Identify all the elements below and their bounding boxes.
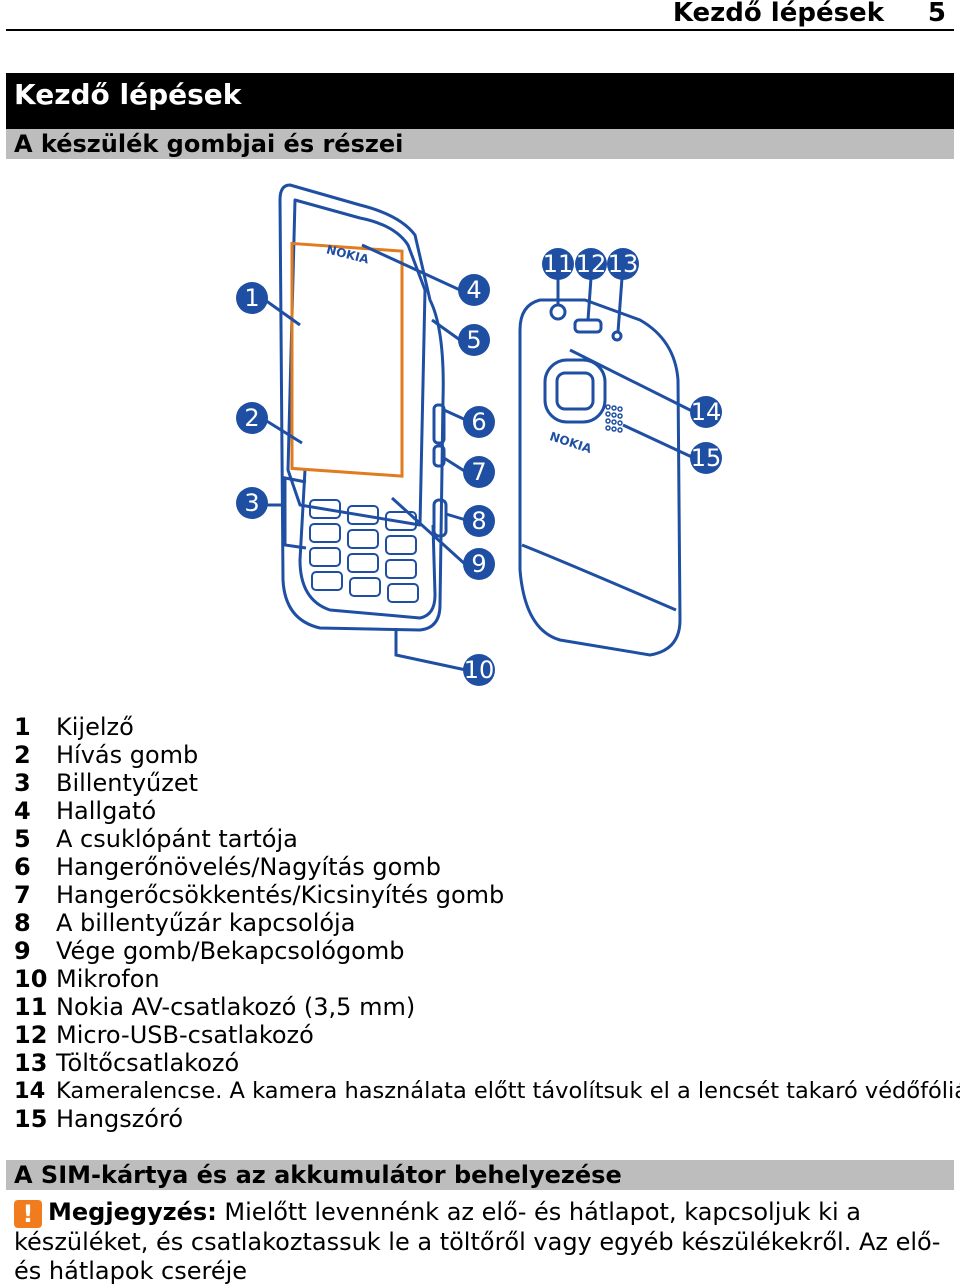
svg-text:13: 13 <box>608 250 639 278</box>
svg-text:6: 6 <box>471 408 486 436</box>
callout-12: 12 <box>575 248 607 280</box>
callout-10: 10 <box>463 654 495 686</box>
svg-text:11: 11 <box>543 250 574 278</box>
display-screen <box>290 241 404 478</box>
front-phone-body <box>278 183 445 632</box>
svg-text:3: 3 <box>244 489 259 517</box>
callout-2: 2 <box>236 402 268 434</box>
usb-port <box>573 318 603 334</box>
callout-8: 8 <box>463 505 495 537</box>
keylock-switch <box>432 498 448 538</box>
volume-up-key <box>432 403 446 445</box>
header-rule <box>6 29 954 31</box>
section-heading-bar: A SIM-kártya és az akkumulátor behelyezé… <box>6 1160 954 1190</box>
camera-lens <box>555 371 595 411</box>
svg-text:4: 4 <box>466 276 481 304</box>
phone-parts-illustration: NOKIA NOKIA 1 2 <box>236 183 722 686</box>
front-phone-drawing <box>278 183 448 632</box>
svg-text:10: 10 <box>464 656 495 684</box>
callout-markers: 1 2 3 4 5 6 7 8 9 10 11 12 13 14 15 <box>236 248 722 686</box>
callout-15: 15 <box>690 442 722 474</box>
callout-14: 14 <box>690 396 722 428</box>
running-header-title: Kezdő lépések <box>672 0 884 28</box>
keypad-slider <box>298 469 437 620</box>
speaker-grille <box>605 404 623 433</box>
section-heading-bar: A készülék gombjai és részei <box>6 129 954 159</box>
svg-text:12: 12 <box>576 250 607 278</box>
svg-text:15: 15 <box>691 444 722 472</box>
callout-13: 13 <box>607 248 639 280</box>
page-number: 5 <box>927 0 946 28</box>
note-label: Megjegyzés: <box>48 1198 217 1226</box>
charger-port <box>611 330 623 342</box>
page-header: Kezdő lépések 5 <box>0 0 960 31</box>
back-phone-drawing <box>518 298 682 657</box>
section-heading: A SIM-kártya és az akkumulátor behelyezé… <box>14 1161 622 1189</box>
volume-down-key <box>432 444 446 468</box>
chapter-title-bar: Kezdő lépések <box>6 73 954 129</box>
callout-1: 1 <box>236 282 268 314</box>
svg-text:2: 2 <box>244 404 259 432</box>
svg-text:7: 7 <box>471 458 486 486</box>
camera-housing <box>543 358 607 424</box>
chapter-title: Kezdő lépések <box>14 78 242 111</box>
warning-icon: ! <box>14 1200 42 1228</box>
callout-5: 5 <box>458 324 490 356</box>
section-heading: A készülék gombjai és részei <box>14 130 404 158</box>
av-connector <box>549 303 567 321</box>
callout-4: 4 <box>458 274 490 306</box>
svg-text:9: 9 <box>471 550 486 578</box>
svg-text:14: 14 <box>691 398 722 426</box>
front-phone-inner <box>286 198 427 527</box>
callout-6: 6 <box>463 406 495 438</box>
back-nokia-logo: NOKIA <box>548 429 594 456</box>
callout-7: 7 <box>463 456 495 488</box>
callout-lines <box>264 243 695 672</box>
callout-11: 11 <box>542 248 574 280</box>
note-paragraph: !Megjegyzés: Mielőtt levennénk az elő- é… <box>14 1198 944 1286</box>
svg-text:8: 8 <box>471 507 486 535</box>
svg-text:1: 1 <box>244 284 259 312</box>
callout-9: 9 <box>463 548 495 580</box>
keypad-grid <box>309 499 419 603</box>
svg-text:5: 5 <box>466 326 481 354</box>
callout-3: 3 <box>236 487 268 519</box>
back-cover-divider <box>521 543 677 612</box>
back-phone-body <box>518 298 682 657</box>
